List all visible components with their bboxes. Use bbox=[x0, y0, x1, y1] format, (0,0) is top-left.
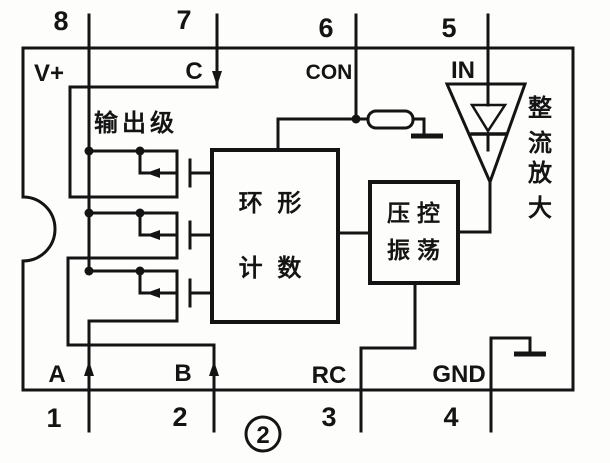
output-stage-label: 输出级 bbox=[94, 109, 178, 137]
junction-dot bbox=[84, 266, 94, 276]
pin4-number: 4 bbox=[443, 402, 458, 432]
pin-gnd-label: GND bbox=[432, 361, 485, 388]
pin4-ground-wire bbox=[489, 336, 532, 354]
pin2-number: 2 bbox=[172, 402, 187, 432]
b-output-wire bbox=[66, 343, 216, 433]
pin-con-label: CON bbox=[306, 61, 353, 84]
pin-b-label: B bbox=[174, 360, 191, 387]
transistor-cell-2 bbox=[66, 211, 214, 347]
junction-dot bbox=[135, 208, 145, 218]
amp-triangle-icon bbox=[444, 82, 528, 187]
cell2-body-wire bbox=[138, 211, 179, 237]
pin1-number: 1 bbox=[46, 403, 61, 433]
transistor-cell-3 bbox=[87, 269, 214, 433]
cell2-drain-wire bbox=[66, 256, 179, 347]
vco-label-line2: 振荡 bbox=[387, 237, 447, 263]
figure-number: 2 bbox=[256, 422, 269, 449]
cell3-source-wire bbox=[87, 269, 179, 323]
cell1-arrow-icon bbox=[146, 168, 160, 178]
pin7-down-arrow-icon bbox=[212, 71, 222, 86]
junction-dots bbox=[84, 114, 361, 276]
cell1-body-wire bbox=[138, 149, 179, 175]
pin-vplus-label: V+ bbox=[34, 60, 64, 87]
vco-label-line1: 压控 bbox=[387, 200, 447, 226]
junction-dot bbox=[84, 146, 94, 156]
bottom-pin-leads bbox=[359, 336, 493, 433]
pin5-number: 5 bbox=[441, 13, 456, 43]
vco-block bbox=[368, 180, 460, 285]
rectifier-amp bbox=[444, 82, 528, 187]
pin-c-label: C bbox=[185, 58, 202, 85]
chip-body bbox=[21, 46, 575, 392]
junction-dot bbox=[135, 266, 145, 276]
pin-rc-label: RC bbox=[312, 362, 347, 389]
pin2-up-arrow-icon bbox=[209, 361, 219, 376]
resistor-ground-wire bbox=[411, 117, 426, 135]
cell2-source-wire bbox=[87, 211, 179, 260]
c-output-wire bbox=[68, 85, 219, 199]
ring-counter-block bbox=[210, 148, 340, 324]
vco-amp-wire bbox=[456, 180, 492, 234]
pin7-number: 7 bbox=[176, 5, 191, 35]
pin-in-label: IN bbox=[451, 57, 475, 84]
rectifier-amp-char-1: 整 bbox=[528, 95, 552, 122]
cell2-arrow-icon bbox=[146, 230, 160, 240]
figure-number-badge bbox=[244, 415, 282, 453]
pin-a-label: A bbox=[48, 361, 65, 388]
cell1-source-wire bbox=[87, 149, 179, 199]
transistor-cell-1 bbox=[87, 149, 214, 199]
con-wire bbox=[276, 117, 370, 152]
cell3-body-wire bbox=[138, 269, 179, 295]
cell3-drain-to-pin1-wire bbox=[87, 319, 179, 433]
diode-icon bbox=[469, 103, 508, 134]
ring-counter-label-line2: 计 数 bbox=[239, 255, 306, 282]
pin6-number: 6 bbox=[318, 13, 333, 43]
junction-dot bbox=[84, 208, 94, 218]
rectifier-amp-char-3: 放 bbox=[527, 159, 553, 187]
cell3-arrow-icon bbox=[146, 288, 160, 298]
junction-dot bbox=[135, 146, 145, 156]
top-pin-leads bbox=[87, 13, 490, 273]
vco-rc-wire bbox=[359, 281, 417, 350]
pin3-number: 3 bbox=[321, 402, 336, 432]
rectifier-amp-char-2: 流 bbox=[528, 130, 552, 157]
pin1-up-arrow-icon bbox=[84, 361, 94, 376]
resistor-icon bbox=[366, 109, 415, 130]
rectifier-amp-char-4: 大 bbox=[528, 195, 552, 222]
chip-outline bbox=[21, 46, 575, 392]
ring-counter-label-line1: 环 形 bbox=[239, 190, 306, 217]
pin8-number: 8 bbox=[53, 6, 68, 36]
